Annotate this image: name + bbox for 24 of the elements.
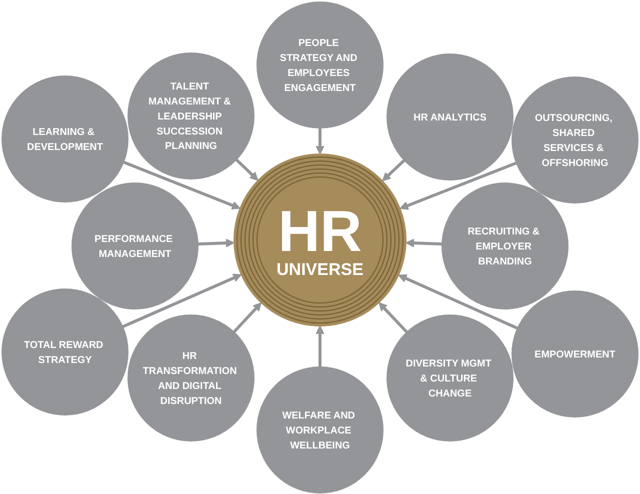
- arrow: [232, 302, 262, 334]
- node-circle: DIVERSITY MGMT & CULTURE CHANGE: [386, 314, 514, 442]
- node-circle: LEARNING & DEVELOPMENT: [2, 76, 128, 202]
- node-circle: PERFORMANCE MANAGEMENT: [72, 182, 198, 310]
- node-circle: TALENT MANAGEMENT & LEADERSHIP SUCCESSION PLANNING: [128, 52, 254, 180]
- node-circle: PEOPLE STRATEGY AND EMPLOYEES ENGAGEMENT: [256, 2, 384, 128]
- arrow: [316, 326, 324, 367]
- arrow: [400, 162, 517, 210]
- arrow: [123, 160, 240, 210]
- arrow: [235, 158, 258, 181]
- node-circle: HR TRANSFORMATION AND DIGITAL DISRUPTION: [128, 314, 254, 442]
- arrow: [398, 274, 518, 330]
- node-circle: RECRUITING & EMPLOYER BRANDING: [442, 182, 568, 310]
- node-circle: WELFARE AND WORKPLACE WELLBEING: [256, 366, 384, 494]
- arrow: [406, 238, 442, 248]
- arrow: [382, 159, 406, 182]
- node-circle: EMPOWERMENT: [512, 290, 638, 418]
- arrow: [378, 302, 408, 334]
- node-circle: TOTAL REWARD STRATEGY: [2, 288, 128, 416]
- arrow: [198, 238, 234, 248]
- node-circle: OUTSOURCING, SHARED SERVICES & OFFSHORING: [512, 76, 638, 204]
- arrow: [122, 274, 242, 328]
- node-circle: HR ANALYTICS: [386, 54, 514, 180]
- arrow: [316, 128, 324, 154]
